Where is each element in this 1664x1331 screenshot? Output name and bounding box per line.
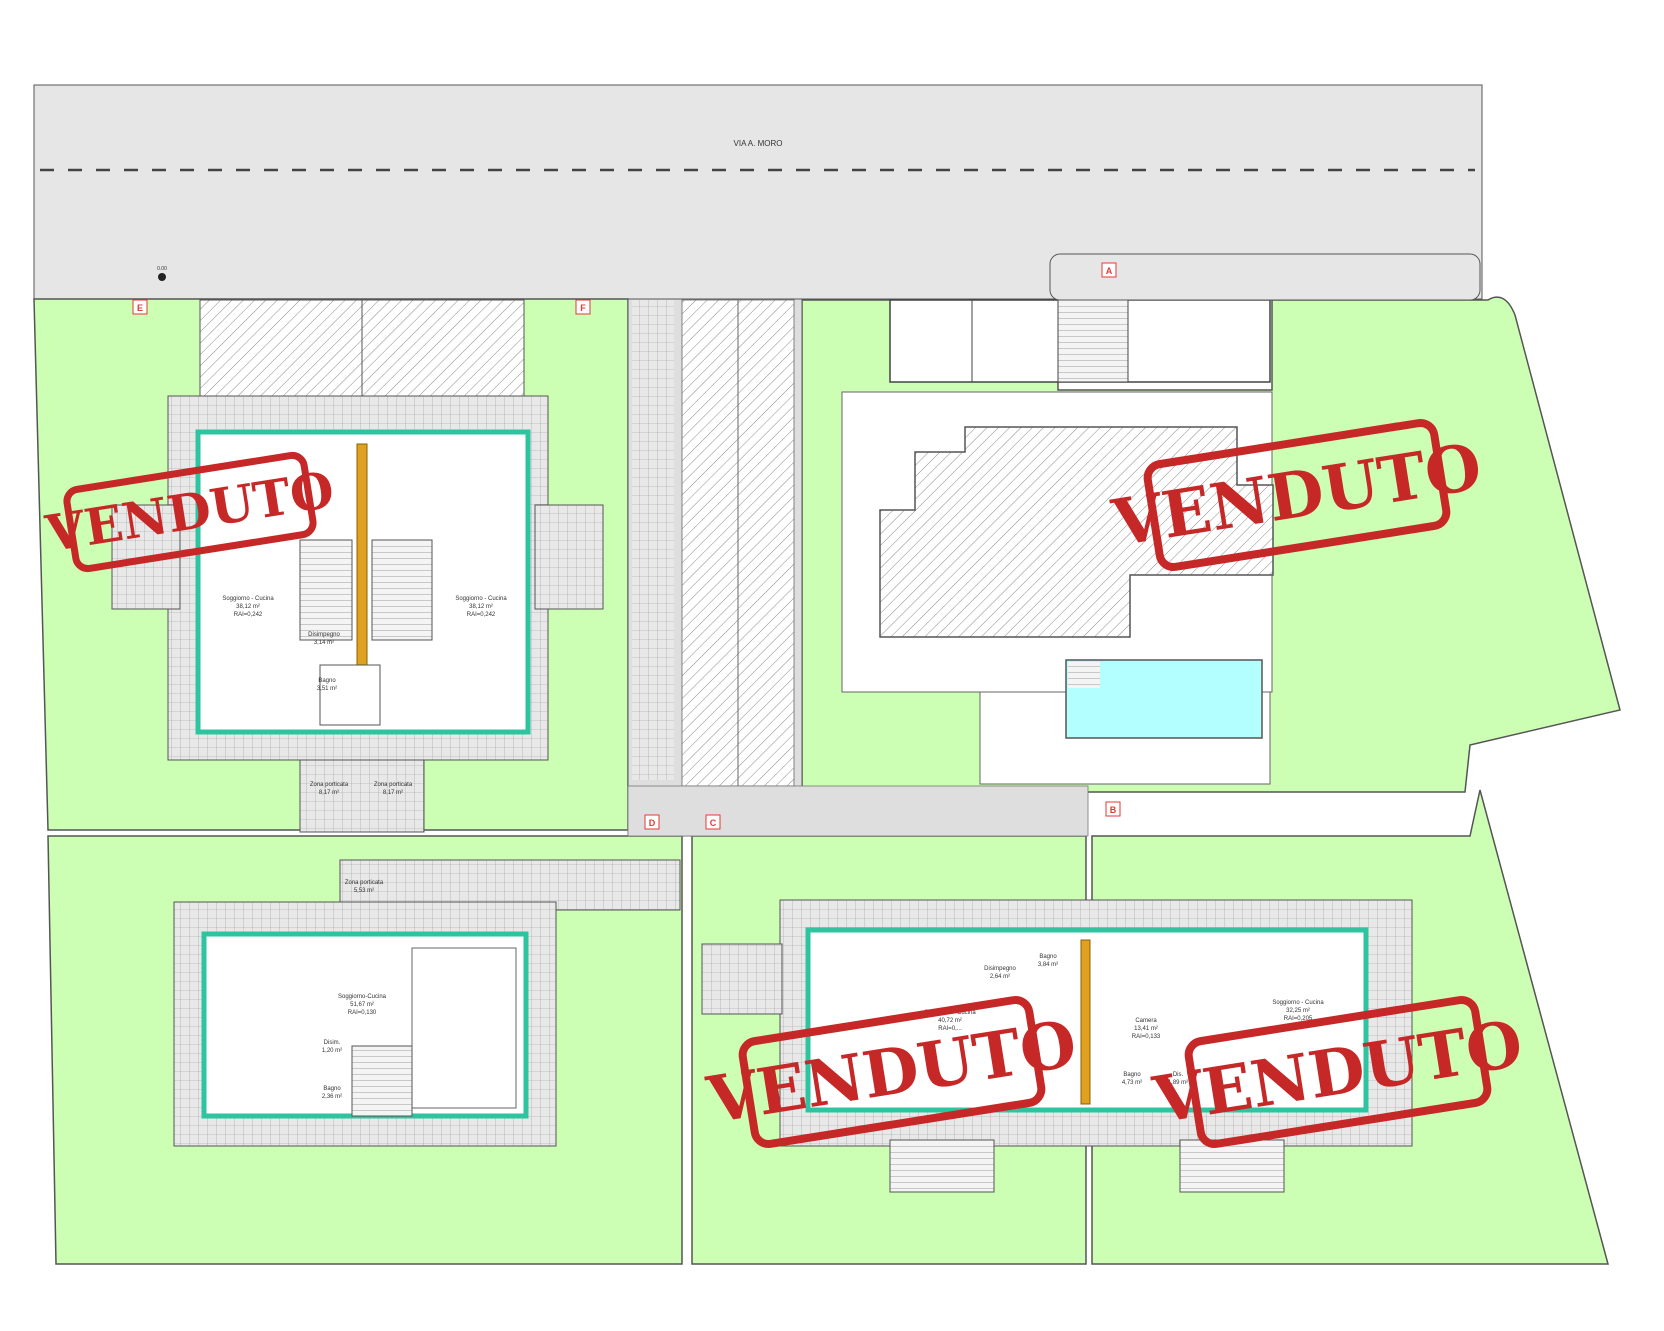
- marker-a-box: [1101, 262, 1117, 278]
- se-bath-top-name: Bagno: [1039, 954, 1057, 960]
- nw-porch-right-name: Zona porticata: [374, 782, 413, 788]
- marker-a: A: [1106, 266, 1113, 276]
- nw-right-living-area: 38,12 m²: [469, 604, 493, 610]
- se-closet-name: Dis.: [1173, 1072, 1184, 1078]
- se-living-right-area: 32,25 m²: [1286, 1008, 1310, 1014]
- nw-left-living-area: 38,12 m²: [236, 604, 260, 610]
- entrance-markers: A B C D E F: [132, 262, 1121, 830]
- se-living-right-rai: RAI=0,205: [1284, 1016, 1313, 1022]
- nw-left-living-rai: RAI=0,242: [234, 612, 263, 618]
- se-bedroom-area: 13,41 m²: [1134, 1026, 1158, 1032]
- se-hall-name: Disimpegno: [984, 966, 1016, 972]
- villa-ne: [841, 253, 1481, 785]
- street-name: VIA A. MORO: [734, 139, 783, 148]
- se-living-left-rai: RAI=0,...: [938, 1026, 962, 1032]
- sw-bath-name: Bagno: [323, 1086, 341, 1092]
- marker-c: C: [710, 818, 717, 828]
- sw-porch-area: 5,53 m²: [354, 888, 374, 894]
- sw-living-name: Soggiorno-Cucina: [338, 994, 387, 1000]
- se-bath-bottom-area: 4,73 m²: [1122, 1080, 1142, 1086]
- se-bedroom-name: Camera: [1135, 1018, 1157, 1024]
- marker-c-box: [705, 814, 721, 830]
- se-living-right-name: Soggiorno - Cucina: [1272, 1000, 1324, 1006]
- nw-right-living-rai: RAI=0,242: [467, 612, 496, 618]
- se-closet-area: 1,89 m²: [1168, 1080, 1188, 1086]
- house-se: Disimpegno 2,64 m² Bagno 3,84 m² Soggior…: [701, 899, 1413, 1193]
- marker-d: D: [649, 818, 656, 828]
- sw-living-area: 51,67 m²: [350, 1002, 374, 1008]
- se-bath-bottom-name: Bagno: [1123, 1072, 1141, 1078]
- level-mark-icon: [158, 273, 166, 281]
- nw-porch-left-name: Zona porticata: [310, 782, 349, 788]
- level-mark: 0.00: [157, 266, 167, 272]
- nw-porch-left-area: 8,17 m²: [319, 790, 339, 796]
- nw-hall-name: Disimpegno: [308, 632, 340, 638]
- marker-f-box: [575, 299, 591, 315]
- marker-b-box: [1105, 801, 1121, 817]
- sw-porch-name: Zona porticata: [345, 880, 384, 886]
- driveway: [627, 298, 1089, 837]
- roof-hatch: [879, 426, 1274, 638]
- house-sw: Zona porticata 5,53 m² Soggiorno-Cucina …: [173, 859, 681, 1147]
- sw-bath-area: 2,36 m²: [322, 1094, 342, 1100]
- marker-e-box: [132, 299, 148, 315]
- house-nw: Soggiorno - Cucina 38,12 m² RAI=0,242 So…: [111, 299, 604, 833]
- nw-porch-right-area: 8,17 m²: [383, 790, 403, 796]
- se-living-left-area: 40,72 m²: [938, 1018, 962, 1024]
- nw-hall-area: 3,14 m²: [314, 640, 334, 646]
- sw-living-rai: RAI=0,130: [348, 1010, 377, 1016]
- sw-hall-area: 1,20 m²: [322, 1048, 342, 1054]
- sw-hall-name: Disim.: [324, 1040, 341, 1046]
- se-bedroom-rai: RAI=0,133: [1132, 1034, 1161, 1040]
- marker-b: B: [1110, 805, 1117, 815]
- marker-e: E: [137, 303, 143, 313]
- nw-right-living-name: Soggiorno - Cucina: [455, 596, 507, 602]
- nw-left-living-name: Soggiorno - Cucina: [222, 596, 274, 602]
- nw-bath-name: Bagno: [318, 678, 336, 684]
- marker-d-box: [644, 814, 660, 830]
- nw-bath-area: 3,51 m²: [317, 686, 337, 692]
- marker-f: F: [580, 303, 586, 313]
- se-bath-top-area: 3,84 m²: [1038, 962, 1058, 968]
- se-hall-area: 2,64 m²: [990, 974, 1010, 980]
